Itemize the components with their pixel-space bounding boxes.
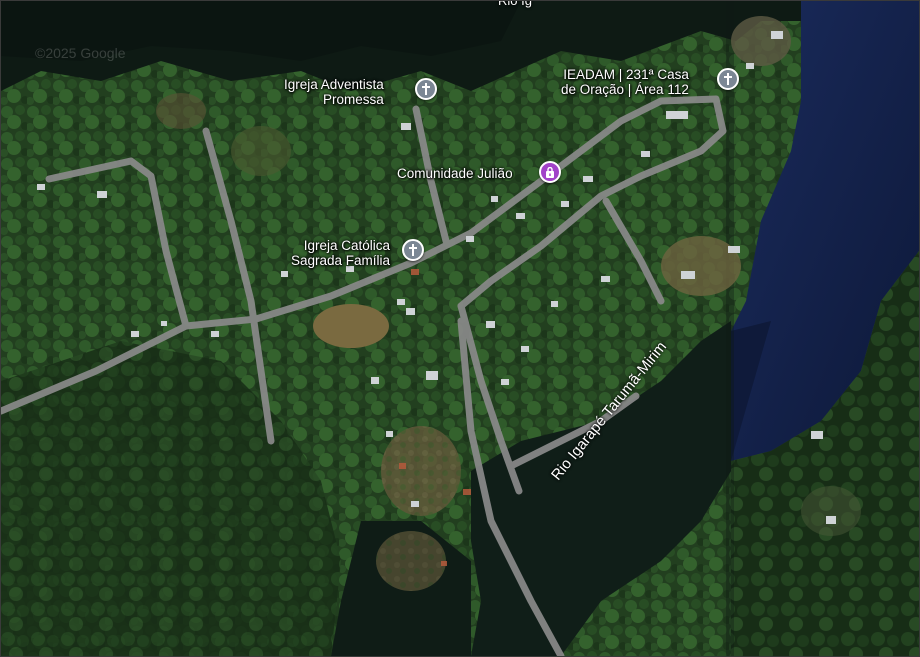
top-partial-label: Rio Ig — [498, 0, 532, 8]
place-label-comunidade-juliao[interactable]: Comunidade Julião — [397, 166, 513, 181]
road-network — [1, 95, 727, 656]
church-cross-icon[interactable] — [415, 78, 437, 100]
map-watermark: ©2025 Google — [35, 45, 126, 61]
place-label-igreja-adventista[interactable]: Igreja Adventista Promessa — [284, 77, 384, 107]
place-label-ieadam[interactable]: IEADAM | 231ª Casa de Oração | Área 112 — [561, 67, 689, 97]
place-label-igreja-catolica[interactable]: Igreja Católica Sagrada Família — [291, 238, 391, 268]
church-cross-icon[interactable] — [717, 68, 739, 90]
buildings — [37, 31, 836, 524]
community-lock-icon[interactable] — [539, 161, 561, 183]
church-cross-icon[interactable] — [402, 239, 424, 261]
